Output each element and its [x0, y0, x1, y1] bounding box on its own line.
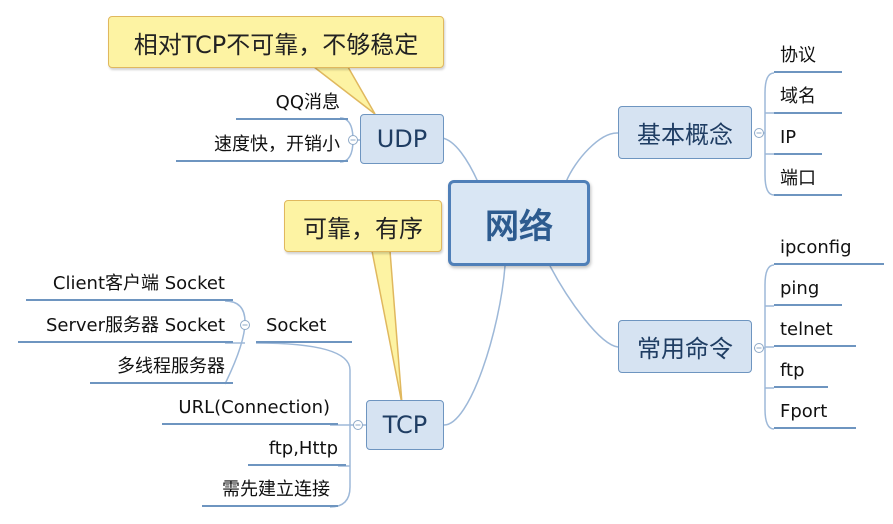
connector-central-udp [441, 137, 479, 183]
commands-leaf-item[interactable]: telnet [774, 319, 856, 347]
central-topic-label: 网络 [485, 206, 553, 247]
concepts-node-label: 基本概念 [637, 121, 733, 149]
udp-callout-text: 相对TCP不可靠，不够稳定 [133, 30, 419, 59]
concepts-node[interactable]: 基本概念 [618, 106, 752, 159]
tcp-callout-pointer [371, 250, 403, 405]
tcp-leaf-item[interactable]: 需先建立连接 [202, 479, 338, 507]
socket-subtopic[interactable]: Socket [256, 315, 352, 343]
commands-leaf-item[interactable]: ftp [774, 360, 828, 388]
commands-leaf-item[interactable]: ipconfig [774, 237, 884, 265]
socket-leaf-item[interactable]: 多线程服务器 [90, 356, 233, 384]
udp-callout[interactable]: 相对TCP不可靠，不够稳定 [108, 16, 444, 68]
concepts-leaf-item[interactable]: 端口 [774, 168, 842, 196]
udp-node-label: UDP [376, 125, 428, 153]
concepts-leaf-item[interactable]: 协议 [774, 45, 842, 73]
concepts-leaf-item[interactable]: 域名 [774, 86, 842, 114]
tcp-callout-text: 可靠，有序 [303, 214, 423, 243]
connector-concepts-leaves [764, 72, 775, 196]
commands-node[interactable]: 常用命令 [618, 320, 752, 373]
commands-node-label: 常用命令 [637, 335, 733, 363]
commands-leaf-item[interactable]: Fport [774, 401, 856, 429]
socket-leaf-item[interactable]: Client客户端 Socket [26, 273, 233, 301]
connector-tcp-leaves [255, 342, 351, 508]
tcp-leaf-item[interactable]: ftp,Http [248, 438, 346, 466]
udp-leaf-item[interactable]: 速度快，开销小 [176, 134, 348, 162]
tcp-node-label: TCP [382, 411, 428, 439]
udp-leaf-item[interactable]: QQ消息 [236, 92, 348, 120]
commands-leaf-item[interactable]: ping [774, 278, 842, 306]
connector-central-concepts [565, 132, 619, 183]
central-topic[interactable]: 网络 [448, 180, 590, 266]
udp-node[interactable]: UDP [360, 114, 444, 164]
concepts-leaf-item[interactable]: IP [774, 127, 822, 155]
connector-central-tcp [443, 265, 506, 426]
connector-central-commands [549, 265, 619, 348]
tcp-node[interactable]: TCP [366, 400, 444, 450]
socket-leaf-item[interactable]: Server服务器 Socket [18, 315, 233, 343]
tcp-callout[interactable]: 可靠，有序 [284, 200, 442, 252]
tcp-leaf-item[interactable]: URL(Connection) [162, 397, 338, 425]
